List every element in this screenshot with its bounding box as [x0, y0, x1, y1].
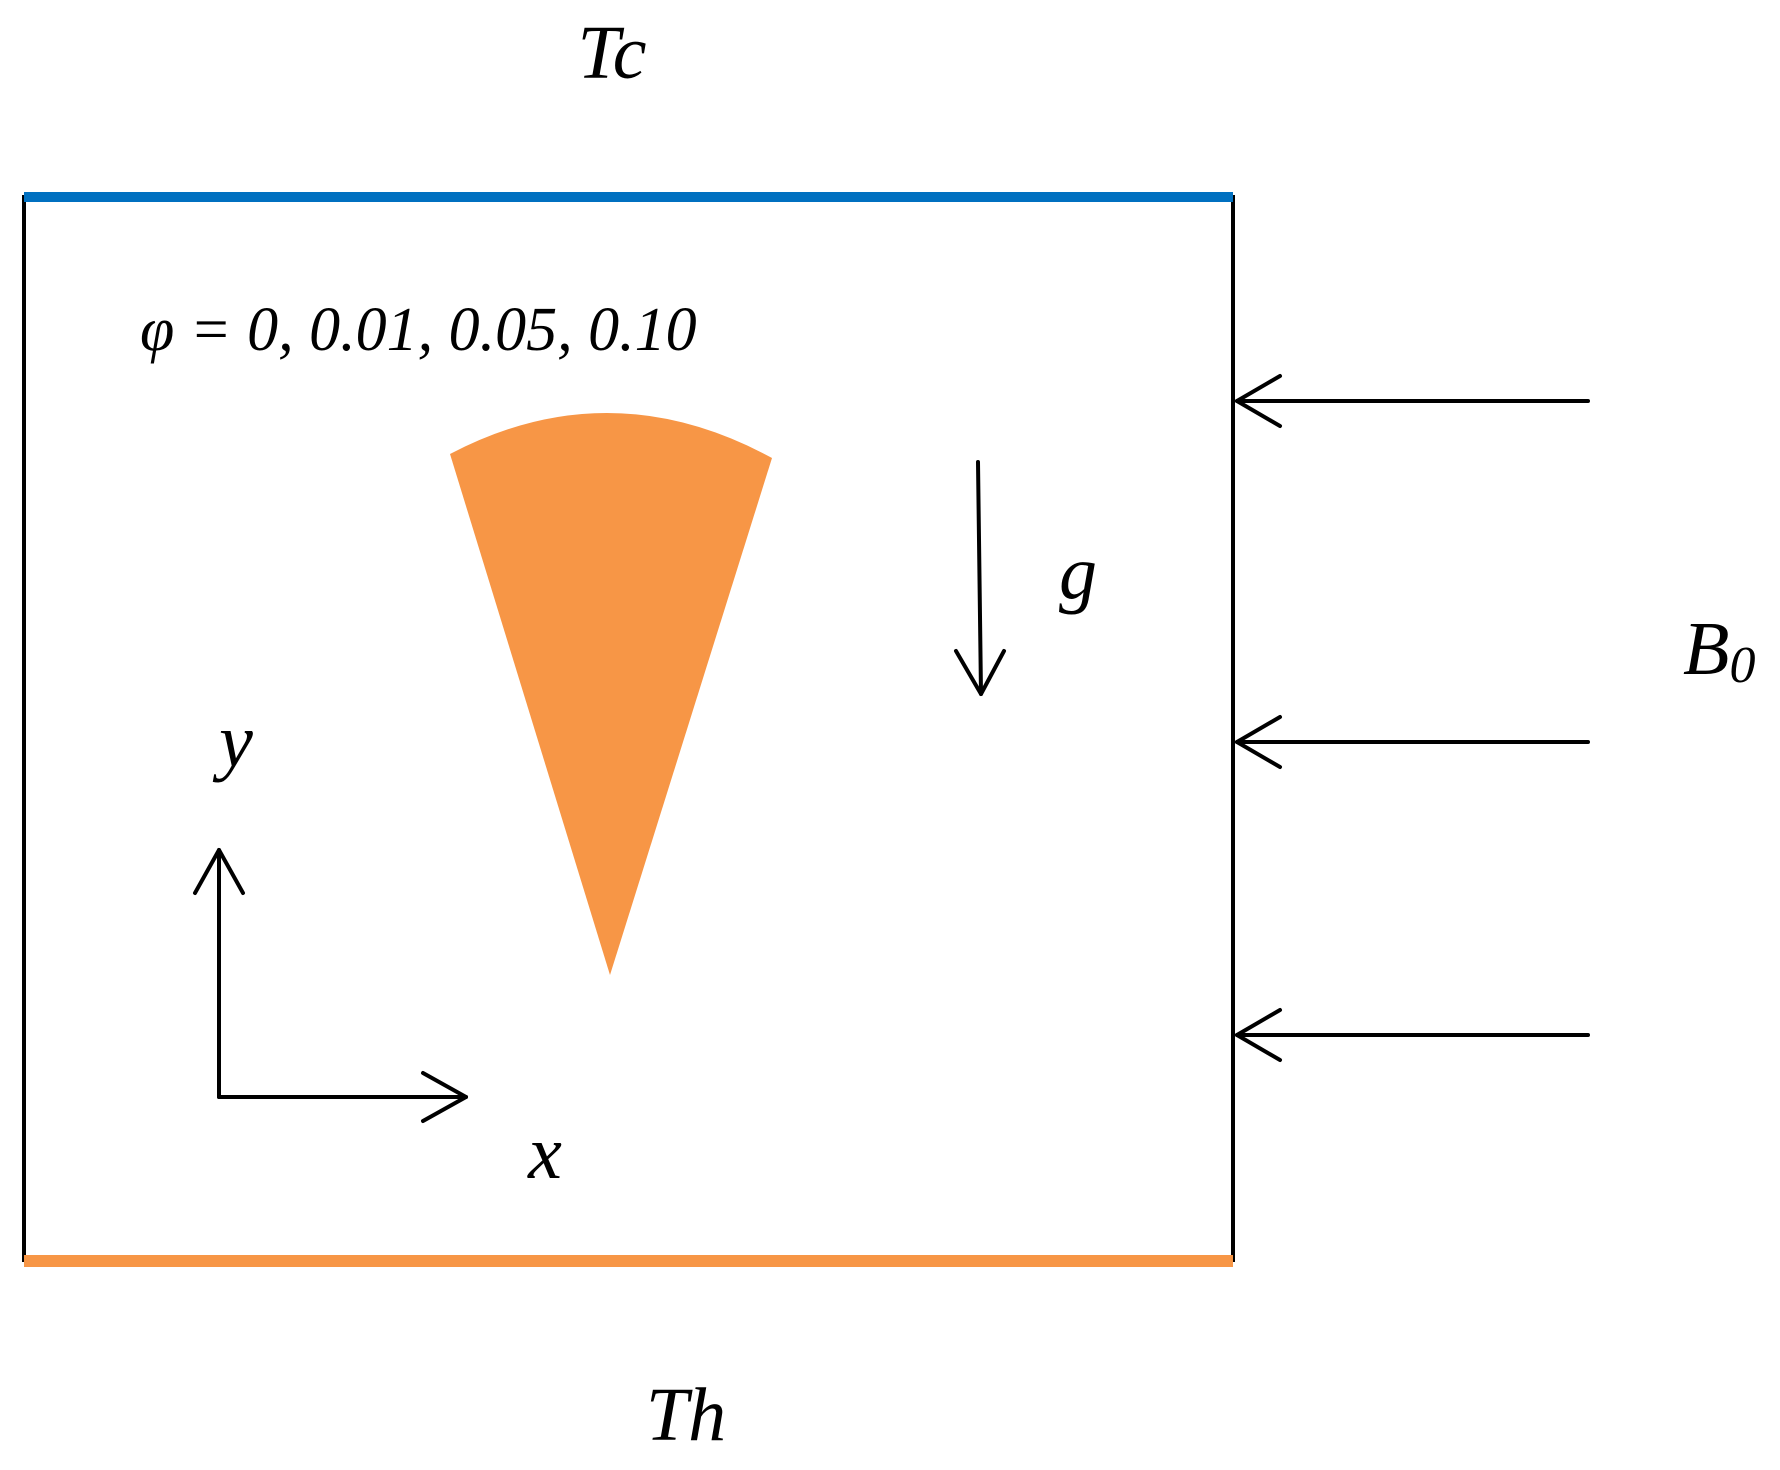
arrow-left-icon: [1235, 715, 1590, 769]
arrow-down-icon: [954, 460, 1006, 696]
gravity-label: g: [1059, 531, 1097, 615]
bottom-temperature-label: Th: [646, 1373, 726, 1457]
axis-x-label: x: [527, 1111, 562, 1195]
top-temperature-label: Tc: [577, 11, 646, 95]
arrow-left-icon: [1235, 374, 1590, 428]
heated-fin: [450, 412, 772, 975]
coordinate-axes-icon: [193, 848, 468, 1123]
enclosure: [22, 192, 1235, 1267]
axis-y-label: y: [212, 699, 253, 783]
magnetic-field-subscript: 0: [1729, 637, 1755, 694]
field-arrows: [1235, 374, 1590, 1062]
magnetic-field-symbol: B: [1683, 607, 1729, 691]
volume-fraction-label: φ = 0, 0.01, 0.05, 0.10: [140, 296, 697, 364]
magnetic-field-label: B0: [1683, 607, 1755, 694]
arrow-left-icon: [1235, 1008, 1590, 1062]
